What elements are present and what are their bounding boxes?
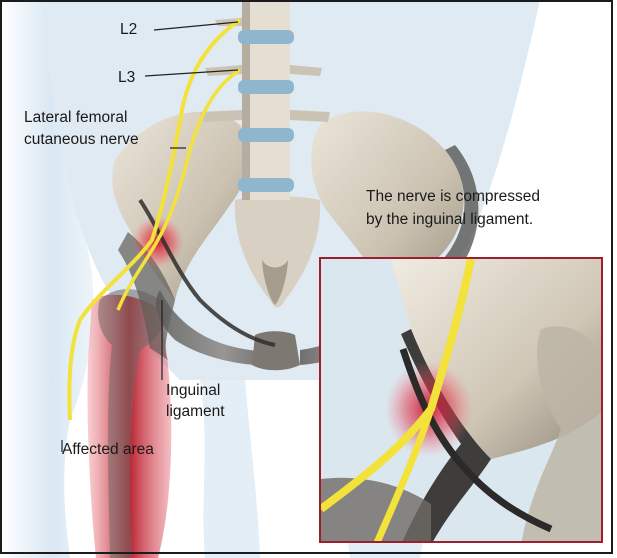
anatomy-illustration: L2 L3 Lateral femoral cutaneous nerve Th… bbox=[0, 0, 617, 558]
image-frame bbox=[0, 0, 613, 554]
